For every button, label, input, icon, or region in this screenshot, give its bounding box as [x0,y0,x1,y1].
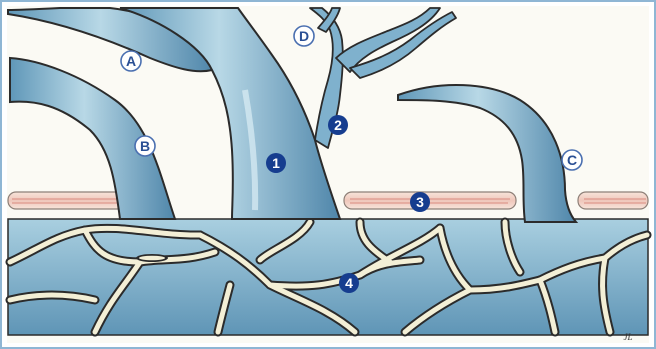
label-3: 3 [410,192,430,212]
label-2: 2 [328,115,348,135]
label-3-text: 3 [416,194,424,210]
label-b: B [135,136,155,156]
label-1-text: 1 [272,155,280,171]
label-b-text: B [140,138,150,154]
label-1: 1 [266,153,286,173]
label-c: C [562,150,582,170]
label-a-text: A [126,53,136,69]
label-4: 4 [339,273,359,293]
artist-signature: JL [624,332,633,342]
label-d-text: D [299,28,309,44]
label-c-text: C [567,152,577,168]
label-a: A [121,51,141,71]
label-4-text: 4 [345,275,353,291]
label-d: D [294,26,314,46]
label-2-text: 2 [334,117,342,133]
